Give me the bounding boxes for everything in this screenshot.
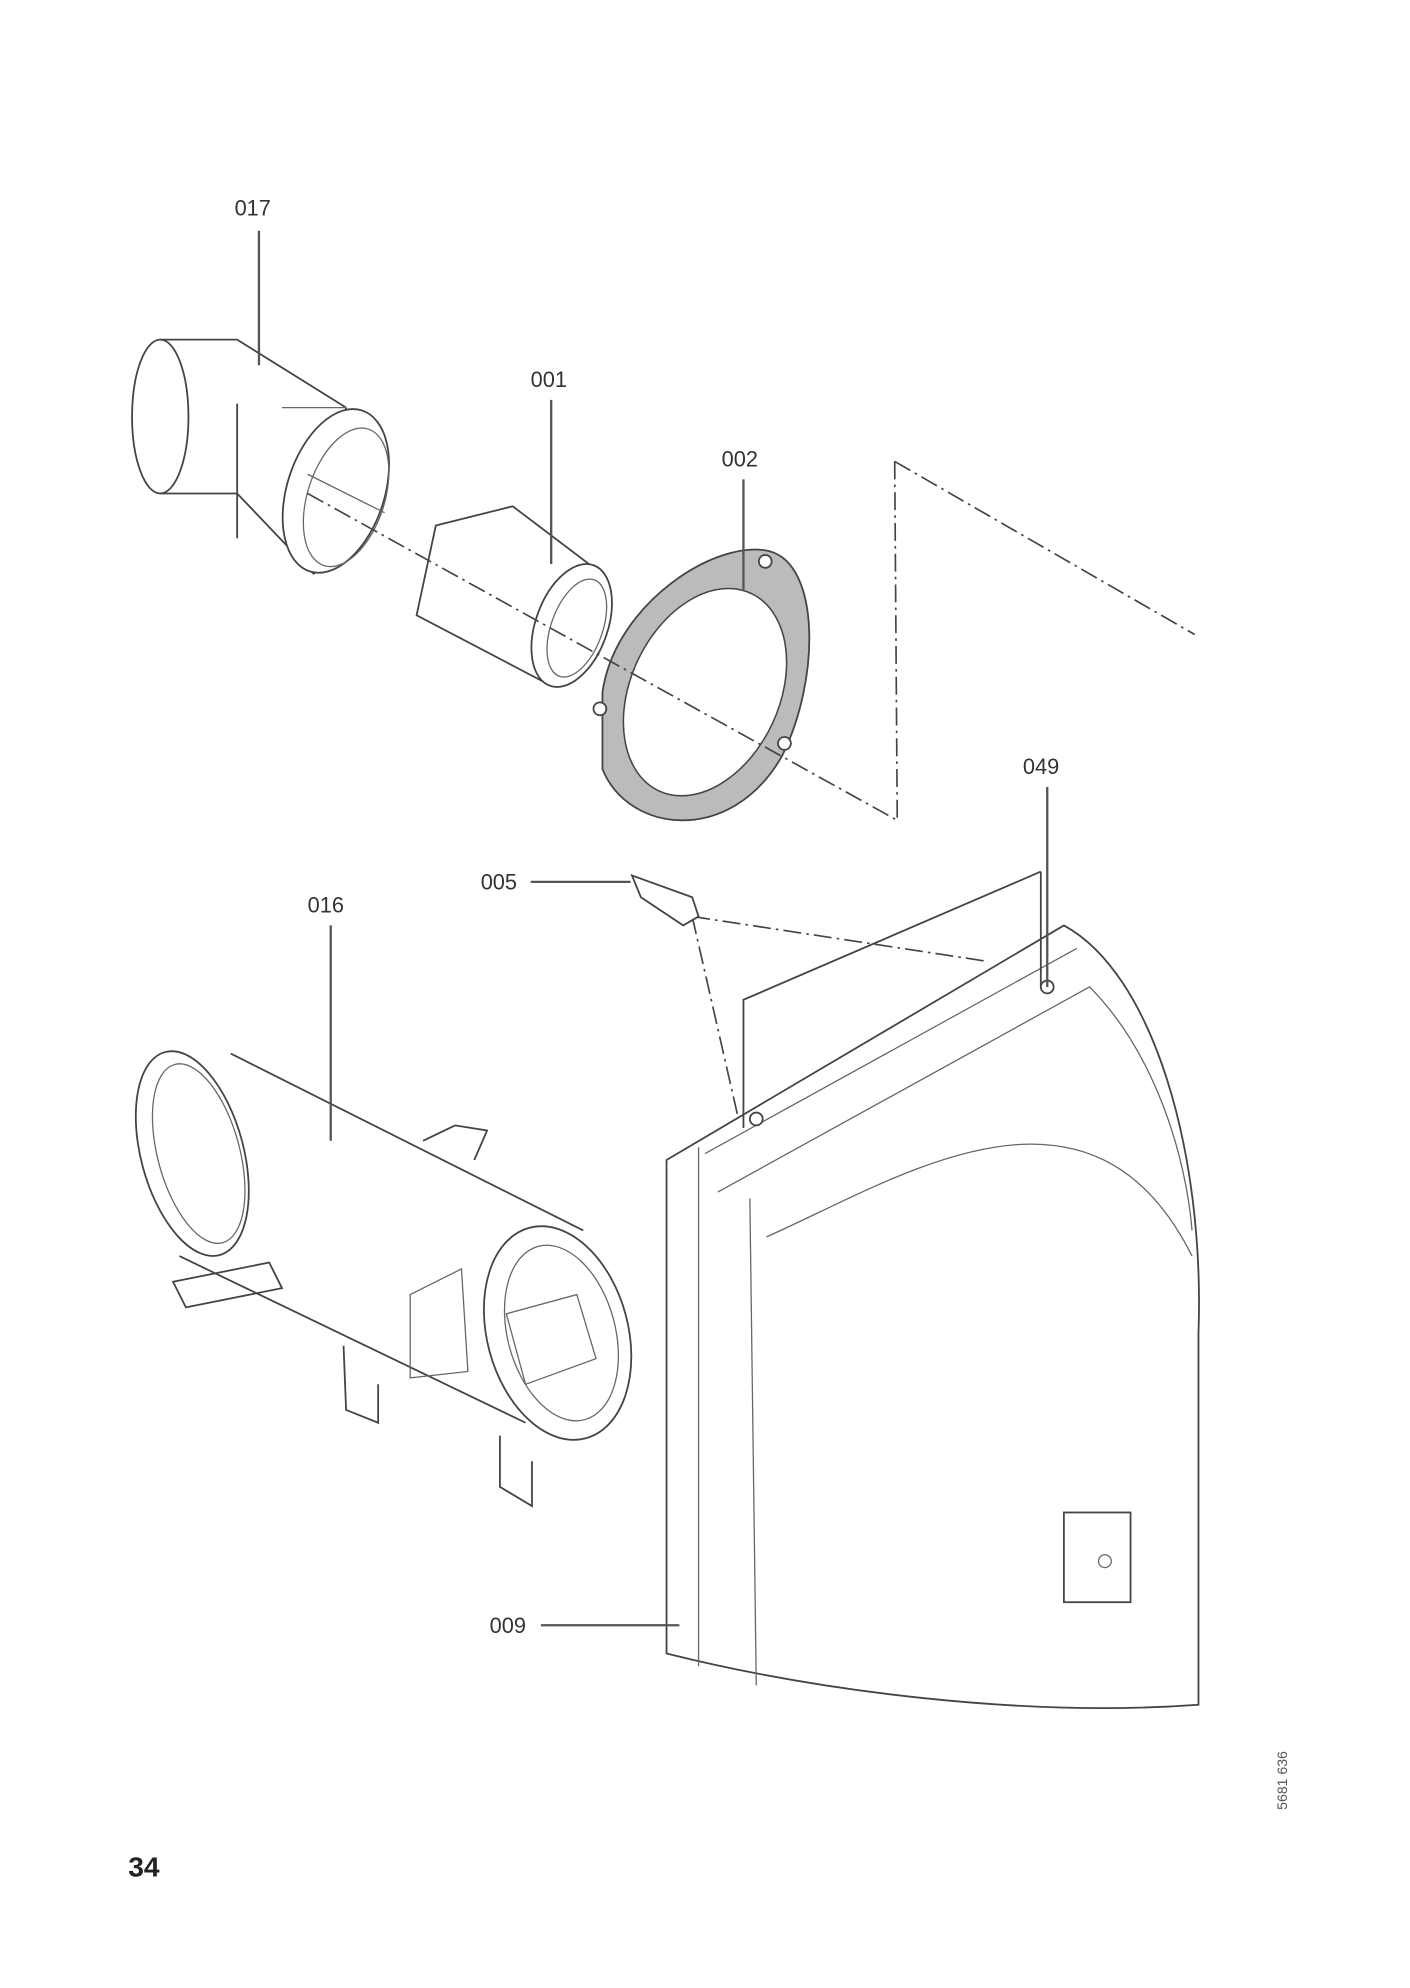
- page-number: 34: [128, 1850, 160, 1882]
- part-001-nozzle: [415, 505, 613, 688]
- part-009-housing: [665, 870, 1200, 1709]
- label-001: 001: [531, 367, 567, 392]
- part-017-air-tube: [131, 338, 390, 575]
- label-016: 016: [308, 893, 344, 918]
- part-002-gasket: [592, 548, 811, 822]
- label-002: 002: [722, 447, 758, 472]
- label-009: 009: [490, 1613, 526, 1638]
- part-016-blast-tube: [134, 1050, 633, 1508]
- drawing-reference: 5681 636: [1274, 1751, 1290, 1810]
- label-049: 049: [1023, 754, 1059, 779]
- part-005-electrode: [630, 873, 700, 927]
- label-005: 005: [481, 870, 517, 895]
- label-017: 017: [235, 195, 271, 220]
